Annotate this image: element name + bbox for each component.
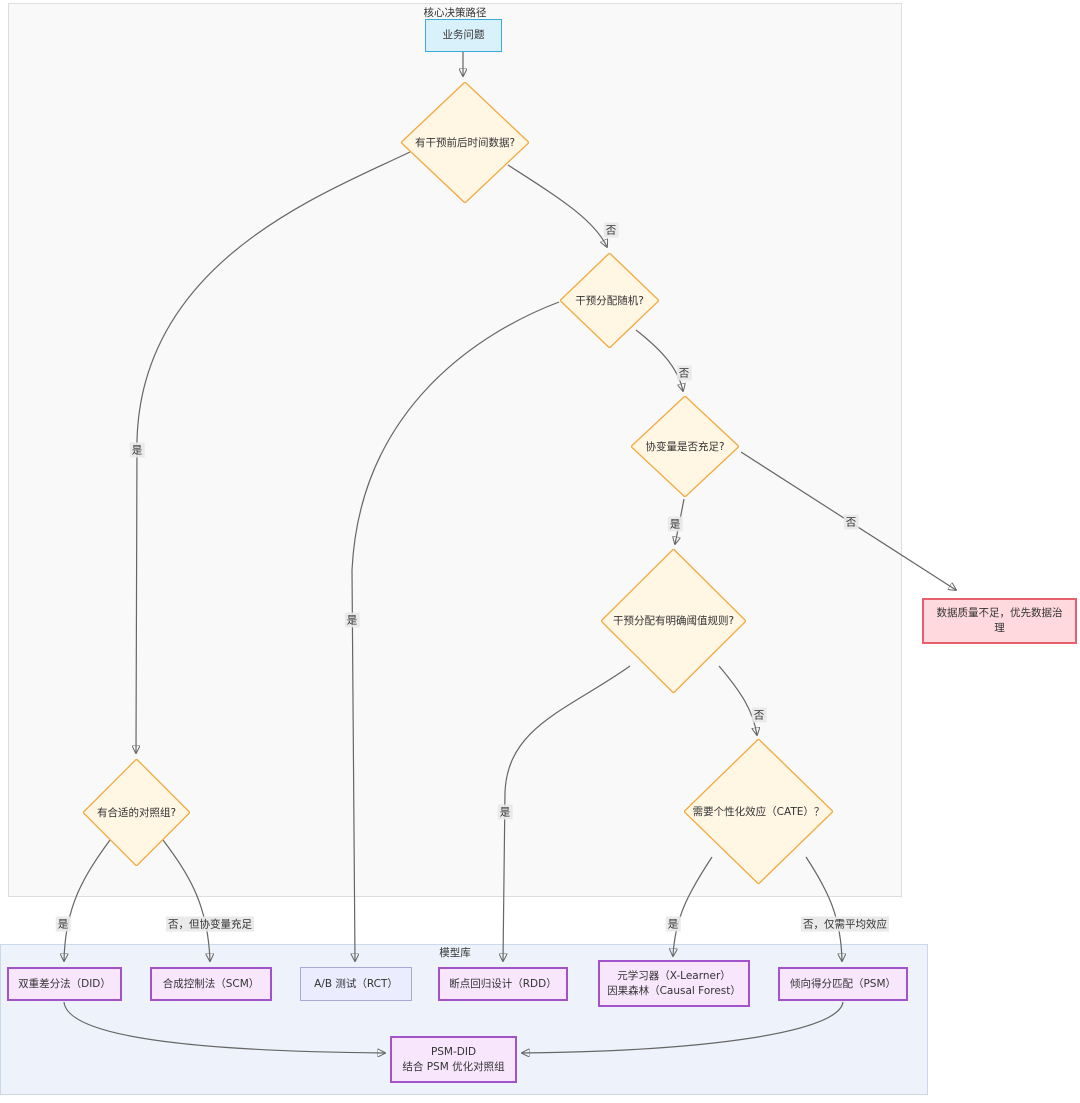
node-psm-did-line2: 结合 PSM 优化对照组 bbox=[402, 1060, 505, 1073]
diamond-shape bbox=[631, 396, 739, 497]
node-rct-label: A/B 测试（RCT） bbox=[314, 977, 398, 990]
node-xlearner-line1: 元学习器（X-Learner） bbox=[617, 969, 731, 982]
decision-suitable-control-group-label: 有合适的对照组? bbox=[96, 806, 177, 819]
node-did: 双重差分法（DID） bbox=[7, 967, 122, 1001]
decision-covariates-sufficient: 协变量是否充足? bbox=[631, 396, 739, 497]
edge-label-random-yes: 是 bbox=[344, 612, 360, 628]
node-xlearner-line2: 因果森林（Causal Forest） bbox=[607, 984, 741, 997]
node-business-question: 业务问题 bbox=[425, 19, 502, 52]
edge-label-cate-yes: 是 bbox=[665, 916, 681, 932]
edge-qthreshold-yes-to-rdd bbox=[503, 665, 631, 961]
decision-has-time-data: 有干预前后时间数据? bbox=[401, 82, 529, 203]
diamond-shape bbox=[684, 739, 833, 884]
decision-has-time-data-label: 有干预前后时间数据? bbox=[414, 136, 516, 149]
edge-label-covariate-yes: 是 bbox=[667, 516, 683, 532]
node-scm-label: 合成控制法（SCM） bbox=[162, 977, 260, 990]
node-psm-did: PSM-DID 结合 PSM 优化对照组 bbox=[390, 1036, 517, 1083]
diamond-shape bbox=[560, 253, 659, 348]
edge-label-threshold-yes: 是 bbox=[497, 804, 513, 820]
edge-label-control-yes: 是 bbox=[55, 916, 71, 932]
cluster-models-label: 模型库 bbox=[439, 947, 471, 959]
node-psm: 倾向得分匹配（PSM） bbox=[778, 967, 908, 1001]
cluster-core-label: 核心决策路径 bbox=[423, 7, 487, 19]
edge-label-cate-no: 否，仅需平均效应 bbox=[801, 916, 889, 932]
node-did-label: 双重差分法（DID） bbox=[18, 977, 111, 990]
node-rdd-label: 断点回归设计（RDD） bbox=[449, 977, 557, 990]
edge-qthreshold-no-to-qcate bbox=[718, 665, 757, 735]
decision-threshold-rule-label: 干预分配有明确阈值规则? bbox=[612, 615, 735, 627]
edge-qtime-yes-to-qcontrol bbox=[136, 151, 411, 753]
edge-qcate-yes-to-xlearner bbox=[673, 856, 713, 956]
node-xlearner-causal-forest: 元学习器（X-Learner） 因果森林（Causal Forest） bbox=[598, 960, 750, 1007]
node-rct: A/B 测试（RCT） bbox=[300, 967, 412, 1001]
diamond-shape bbox=[601, 549, 746, 693]
edge-qrandom-no-to-qcovariate bbox=[635, 329, 683, 391]
edge-qcontrol-no-to-scm bbox=[162, 839, 210, 961]
node-rdd: 断点回归设计（RDD） bbox=[438, 967, 568, 1001]
node-psm-label: 倾向得分匹配（PSM） bbox=[789, 977, 897, 990]
diamond-shape bbox=[401, 82, 529, 203]
decision-suitable-control-group: 有合适的对照组? bbox=[83, 759, 190, 866]
edge-label-random-no: 否 bbox=[676, 365, 692, 381]
node-business-question-label: 业务问题 bbox=[442, 29, 485, 41]
node-data-quality-warning-label: 数据质量不足，优先数据治理 bbox=[936, 607, 1063, 634]
node-scm: 合成控制法（SCM） bbox=[150, 967, 272, 1001]
decision-need-cate-label: 需要个性化效应（CATE）？ bbox=[692, 805, 825, 818]
edge-qrandom-yes-to-rct bbox=[352, 301, 560, 961]
decision-random-assignment: 干预分配随机? bbox=[560, 253, 659, 348]
edge-label-threshold-no: 否 bbox=[751, 707, 767, 723]
decision-covariates-sufficient-label: 协变量是否充足? bbox=[645, 440, 725, 453]
decision-random-assignment-label: 干预分配随机? bbox=[575, 294, 644, 307]
edge-label-time-yes: 是 bbox=[129, 442, 145, 458]
node-data-quality-warning: 数据质量不足，优先数据治理 bbox=[922, 598, 1077, 644]
edge-label-covariate-no: 否 bbox=[843, 514, 859, 530]
decision-need-cate: 需要个性化效应（CATE）？ bbox=[684, 739, 833, 884]
edge-qtime-no-to-qrandom bbox=[507, 164, 607, 247]
edge-qcontrol-yes-to-did bbox=[64, 839, 111, 961]
decision-threshold-rule: 干预分配有明确阈值规则? bbox=[601, 549, 746, 693]
edge-did-to-psmdid bbox=[63, 1001, 385, 1053]
edge-label-time-no: 否 bbox=[603, 222, 619, 238]
node-psm-did-line1: PSM-DID bbox=[430, 1045, 477, 1058]
edge-psm-to-psmdid bbox=[522, 1001, 844, 1053]
edge-qcate-no-to-psm bbox=[805, 856, 842, 961]
diamond-shape bbox=[83, 759, 190, 866]
edge-label-control-no: 否，但协变量充足 bbox=[166, 916, 254, 932]
